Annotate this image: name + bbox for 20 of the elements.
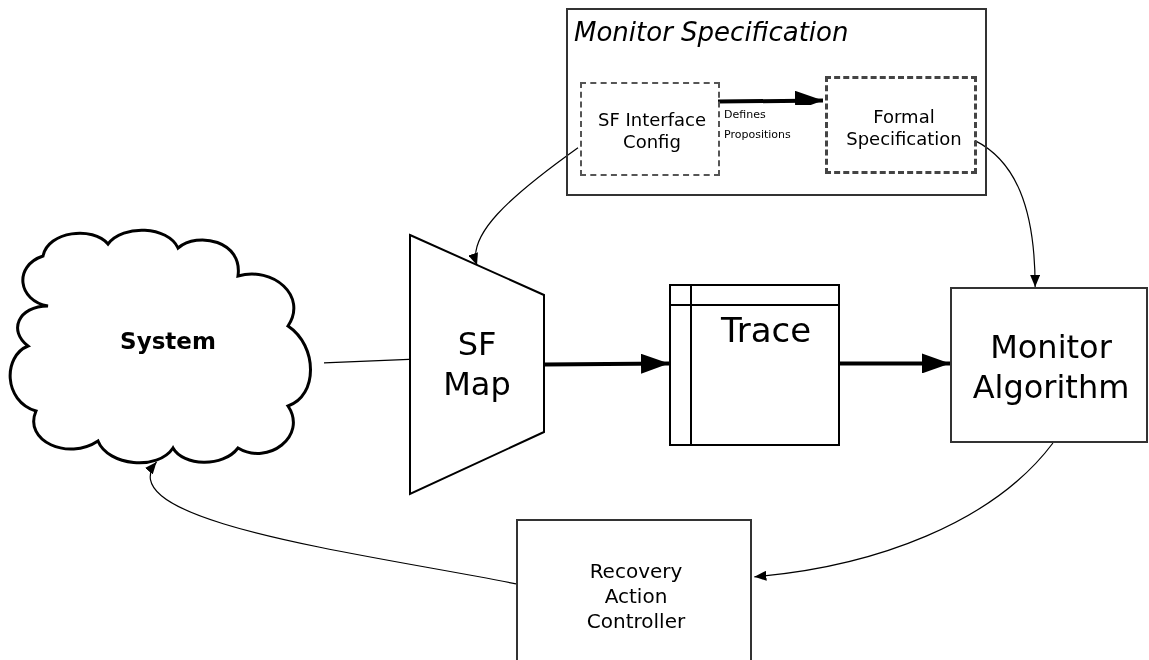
node-label: Recovery Action Controller <box>585 558 687 634</box>
node-label: Formal Specification <box>845 105 963 151</box>
arrow <box>469 147 579 266</box>
node-label: SF Map <box>442 324 512 404</box>
arrow <box>147 461 517 585</box>
node-label: System <box>120 326 216 356</box>
arrow <box>544 353 670 374</box>
arrow <box>840 353 950 374</box>
panel-title: Monitor Specification <box>574 15 849 49</box>
arrow <box>753 442 1054 581</box>
trace-table <box>669 284 840 446</box>
map-trapezoid <box>409 234 545 495</box>
node-label: Monitor Algorithm <box>971 327 1131 407</box>
config-box <box>580 82 720 176</box>
specification-box <box>825 76 977 174</box>
process-box <box>950 287 1148 443</box>
process-box <box>516 519 752 660</box>
node-label: Trace <box>720 308 812 352</box>
node-label: SF Interface Config <box>596 108 708 154</box>
arrow <box>974 140 1040 288</box>
